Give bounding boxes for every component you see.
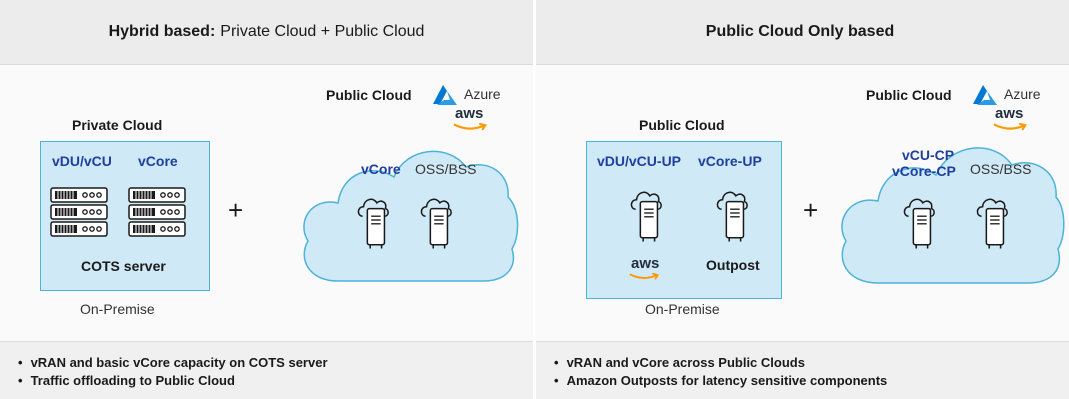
aws-smile-icon	[629, 273, 659, 280]
on-premise-label: On-Premise	[80, 301, 155, 317]
aws-smile-icon	[453, 123, 487, 131]
aws-label: aws	[455, 105, 484, 122]
public-only-panel-footer: vRAN and vCore across Public Clouds Amaz…	[536, 341, 1069, 399]
azure-logo-icon	[973, 85, 997, 105]
cloud-server-icon	[420, 198, 452, 250]
vcore-up-label: vCore-UP	[698, 153, 762, 169]
hybrid-panel-header: Hybrid based: Private Cloud + Public Clo…	[0, 0, 533, 65]
vcore-cp-label: vCore-CP	[892, 163, 956, 179]
bullet-item: Amazon Outposts for latency sensitive co…	[554, 372, 888, 390]
public-cloud-label: Public Cloud	[326, 87, 412, 103]
bullet-item: vRAN and vCore across Public Clouds	[554, 354, 887, 372]
public-only-header-title: Public Cloud Only based	[705, 23, 895, 40]
cloud-oss-bss-label: OSS/BSS	[970, 161, 1032, 177]
cloud-server-icon	[903, 198, 935, 250]
hybrid-header-text: Private Cloud + Public Cloud	[220, 23, 425, 40]
hybrid-panel-body: Private Cloud vDU/vCU vCore COTS server …	[0, 65, 533, 340]
outpost-label: Outpost	[706, 257, 760, 273]
hybrid-panel-footer: vRAN and basic vCore capacity on COTS se…	[0, 341, 533, 399]
public-only-panel-header: Public Cloud Only based	[536, 0, 1069, 65]
cloud-vcore-label: vCore	[361, 161, 401, 177]
onprem-public-cloud-box: vDU/vCU-UP vCore-UP aws Outpost	[586, 141, 782, 299]
cloud-server-icon	[357, 198, 389, 250]
bullet-item: vRAN and basic vCore capacity on COTS se…	[18, 354, 328, 372]
hybrid-header-bold: Hybrid based:	[108, 23, 216, 40]
public-only-panel: Public Cloud Only based Public Cloud vDU…	[536, 0, 1069, 399]
vcu-cp-label: vCU-CP	[902, 147, 955, 163]
cloud-oss-bss-label: OSS/BSS	[415, 161, 477, 177]
cloud-server-icon	[976, 198, 1008, 250]
azure-label: Azure	[1004, 86, 1041, 102]
vdu-vcu-up-label: vDU/vCU-UP	[597, 153, 682, 169]
aws-label: aws	[995, 105, 1024, 122]
private-cloud-label: Private Cloud	[72, 117, 163, 133]
server-rack-icon	[128, 187, 186, 237]
vdu-vcu-label: vDU/vCU	[52, 153, 112, 169]
plus-sign: +	[803, 195, 819, 225]
on-premise-label: On-Premise	[645, 301, 720, 317]
aws-small-label: aws	[631, 255, 660, 272]
onprem-public-cloud-label: Public Cloud	[639, 117, 725, 133]
plus-sign: +	[228, 195, 244, 225]
cots-server-label: COTS server	[81, 258, 166, 274]
public-only-panel-body: Public Cloud vDU/vCU-UP vCore-UP aws Out…	[536, 65, 1069, 340]
public-cloud-shape	[841, 147, 1065, 284]
cloud-server-icon	[716, 191, 748, 243]
public-cloud-label: Public Cloud	[866, 87, 952, 103]
azure-logo-icon	[433, 85, 457, 105]
cloud-server-icon	[630, 191, 662, 243]
server-rack-icon	[50, 187, 108, 237]
private-cloud-box: vDU/vCU vCore COTS server	[40, 141, 210, 291]
azure-label: Azure	[464, 86, 501, 102]
hybrid-panel: Hybrid based: Private Cloud + Public Clo…	[0, 0, 533, 399]
public-cloud-shape	[303, 150, 519, 282]
vcore-label: vCore	[138, 153, 178, 169]
bullet-item: Traffic offloading to Public Cloud	[18, 372, 328, 390]
